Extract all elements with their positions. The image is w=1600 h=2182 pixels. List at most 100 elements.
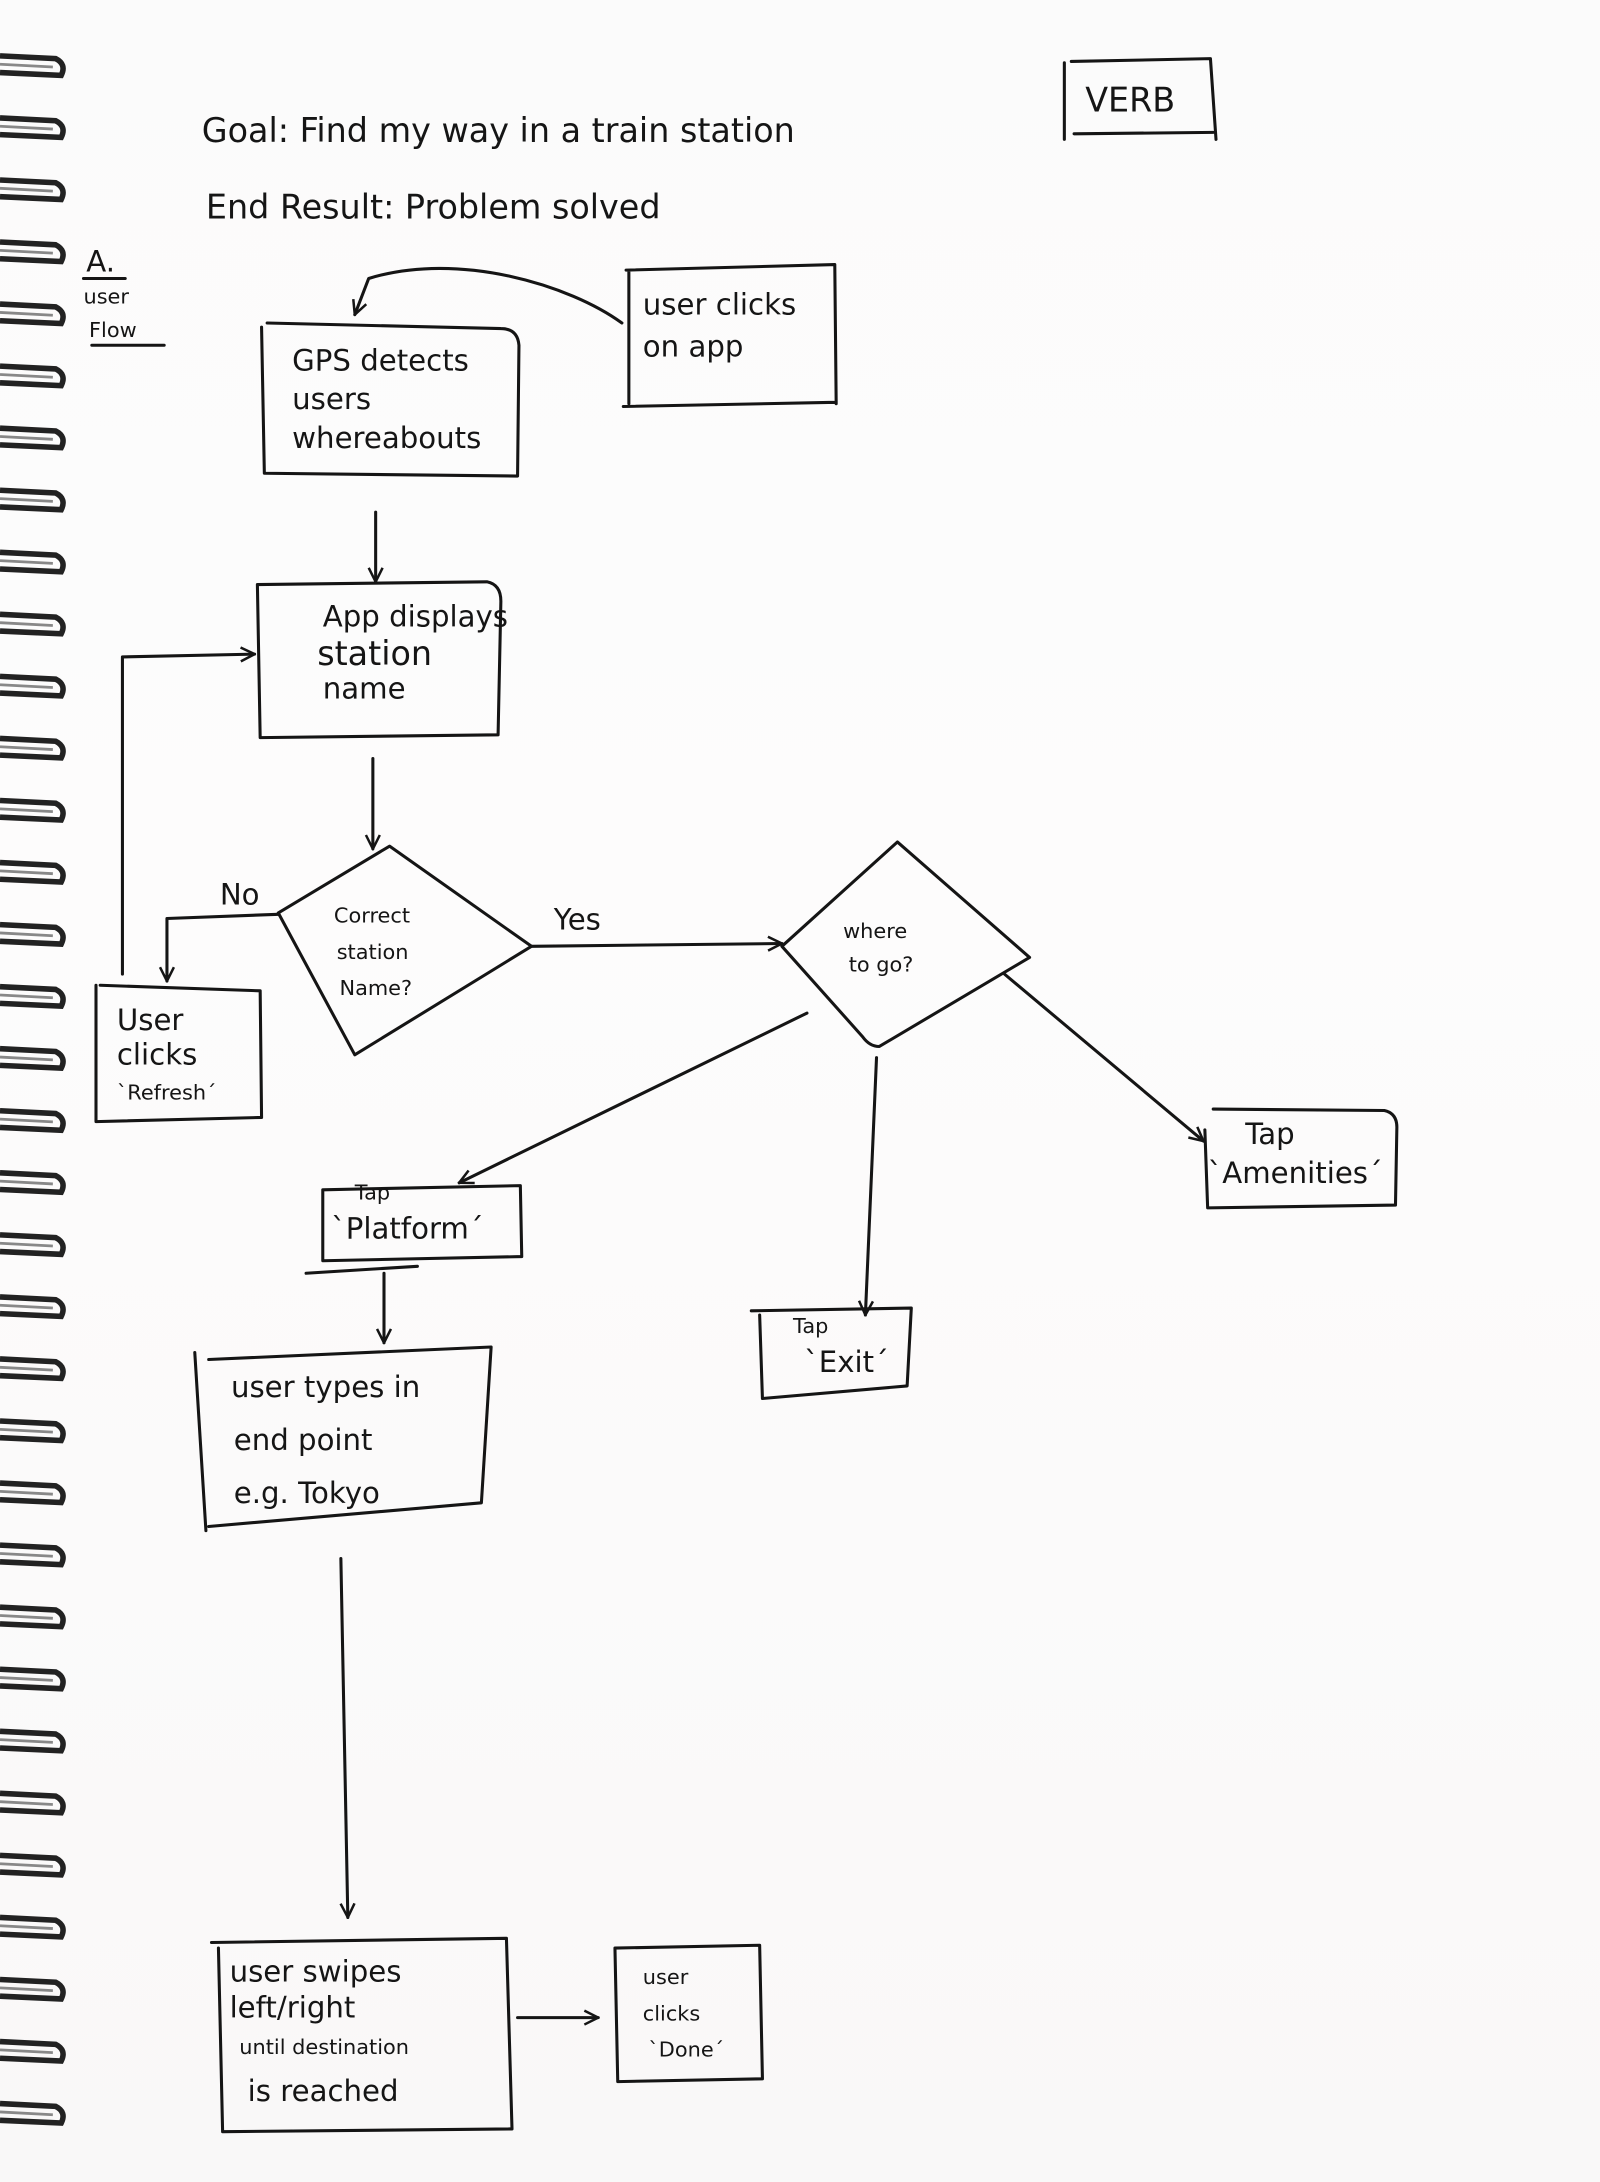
binding-coil-shade <box>0 1862 53 1868</box>
binding-coil-shade <box>0 869 53 876</box>
node-text: Tap <box>1244 1117 1294 1151</box>
binding-coil-shade <box>0 807 53 814</box>
arrow-app-to-gps <box>355 266 624 325</box>
binding-coil <box>0 1790 66 1816</box>
node-text: `Platform´ <box>331 1211 483 1245</box>
node-text: on app <box>643 329 744 363</box>
arrow-to-exit <box>865 1056 879 1315</box>
node-text: where <box>843 919 907 943</box>
node-text: station <box>317 634 432 673</box>
binding-coil-shade <box>0 248 53 255</box>
node-text: whereabouts <box>292 421 481 455</box>
node-gps-detects: GPS detects users whereabouts <box>260 321 521 478</box>
binding-coil <box>0 611 66 637</box>
verb-label: VERB <box>1085 81 1175 120</box>
binding-coil-shade <box>0 2110 53 2117</box>
binding-coil-shade <box>0 186 53 193</box>
node-tap-exit: Tap `Exit´ <box>749 1306 913 1401</box>
binding-coil <box>0 549 66 575</box>
binding-coil <box>0 1852 66 1878</box>
node-text: user swipes <box>230 1954 402 1988</box>
binding-coil-shade <box>0 1986 53 1993</box>
binding-coil-shade <box>0 1676 53 1682</box>
binding-coil-shade <box>0 1241 53 1248</box>
binding-coil <box>0 1107 66 1134</box>
binding-coil <box>0 1294 66 1320</box>
binding-coil-shade <box>0 1055 53 1062</box>
binding-coil <box>0 1418 66 1444</box>
binding-coil <box>0 1356 66 1382</box>
decision-where-to-go: where to go? <box>780 840 1032 1049</box>
binding-coil <box>0 239 66 265</box>
binding-coil-shade <box>0 1924 53 1930</box>
node-text: GPS detects <box>292 343 469 377</box>
arrow-types-to-swipes <box>339 1556 348 1917</box>
binding-coil <box>0 797 66 823</box>
binding-coil-shade <box>0 435 53 441</box>
verb-box: VERB <box>1062 57 1218 141</box>
node-tap-amenities: Tap `Amenities´ <box>1203 1107 1399 1210</box>
section-label: A. user Flow <box>81 245 166 347</box>
binding-coil-shade <box>0 1365 53 1372</box>
binding-coil-shade <box>0 1303 53 1310</box>
arrow-refresh-loop <box>120 654 254 976</box>
decision-correct-station: Correct station Name? <box>276 844 534 1057</box>
node-text: `Done´ <box>648 2038 724 2062</box>
binding-coil <box>0 2100 66 2126</box>
binding-coil-shade <box>0 559 53 565</box>
binding-coil-shade <box>0 993 53 1000</box>
binding-coil-shade <box>0 621 53 627</box>
node-text: e.g. Tokyo <box>234 1476 380 1510</box>
node-user-clicks-done: user clicks `Done´ <box>613 1943 764 2084</box>
binding-coil-shade <box>0 1614 53 1620</box>
binding-coil-shade <box>0 1738 53 1744</box>
edge-label-no: No <box>220 878 260 912</box>
binding-coil <box>0 859 66 885</box>
binding-coil <box>0 1232 66 1258</box>
binding-coil <box>0 2038 66 2064</box>
binding-coil <box>0 53 66 79</box>
binding-coil-shade <box>0 62 53 69</box>
node-text: to go? <box>849 952 914 976</box>
binding-coil <box>0 1480 66 1506</box>
node-text: App displays <box>323 599 508 633</box>
binding-coil <box>0 1045 66 1072</box>
binding-coil <box>0 1170 66 1196</box>
binding-coil-shade <box>0 2048 53 2055</box>
binding-coil-shade <box>0 931 53 938</box>
binding-coil-shade <box>0 1800 53 1806</box>
node-user-swipes: user swipes left/right until destination… <box>209 1936 514 2134</box>
binding-coil-shade <box>0 683 53 689</box>
binding-coil <box>0 1976 66 2002</box>
binding-coil-shade <box>0 1552 53 1558</box>
node-text: Correct <box>334 904 410 928</box>
binding-coil-shade <box>0 1179 53 1186</box>
binding-coil-shade <box>0 373 53 379</box>
binding-coil <box>0 1604 66 1630</box>
binding-coil <box>0 1914 66 1940</box>
binding-coil-shade <box>0 745 53 751</box>
binding-coil-shade <box>0 124 53 131</box>
binding-coil <box>0 735 66 761</box>
binding-coil-shade <box>0 1117 53 1124</box>
arrow-no-to-refresh <box>167 912 280 983</box>
arrow-to-platform <box>459 1011 809 1185</box>
node-text: user clicks <box>643 288 796 322</box>
node-text: `Refresh´ <box>117 1080 217 1104</box>
binding-coil <box>0 673 66 699</box>
binding-coil-shade <box>0 497 53 503</box>
section-letter: A. <box>86 245 115 279</box>
arrow-to-amenities <box>1002 972 1204 1141</box>
section-title-line2: Flow <box>89 318 137 342</box>
spiral-binding <box>0 53 66 2126</box>
node-text: clicks <box>643 2001 700 2025</box>
binding-coil-shade <box>0 1490 53 1496</box>
goal-text: Goal: Find my way in a train station <box>202 111 795 150</box>
node-text: is reached <box>248 2074 399 2108</box>
node-user-clicks-app: user clicks on app <box>621 263 838 409</box>
binding-coil <box>0 301 66 327</box>
node-text: User <box>117 1003 184 1037</box>
node-text: end point <box>234 1423 373 1457</box>
